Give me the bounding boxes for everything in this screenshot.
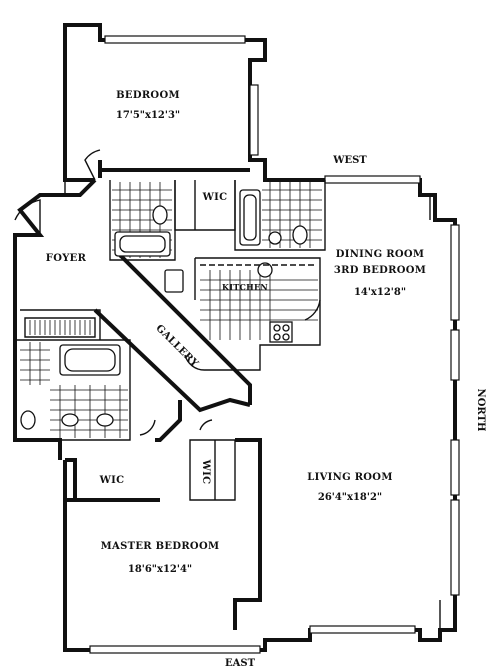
compass-labels: WEST NORTH EAST [225,155,486,668]
fixtures [20,189,315,430]
side-wic-label: WIC [200,459,211,485]
bedroom-label: BEDROOM [116,90,180,101]
tile-patterns [20,182,322,438]
foyer-label: FOYER [46,253,87,264]
room-labels: BEDROOM 17'5"x12'3" FOYER WIC DINING ROO… [46,90,426,575]
west-label: WEST [332,155,367,166]
dining-room-label: DINING ROOM [336,249,424,260]
doors [14,149,321,436]
dining-room-dims: 14'x12'8" [354,287,406,298]
third-bedroom-label: 3RD BEDROOM [334,265,426,276]
lower-wic-label: WIC [99,475,125,486]
east-label: EAST [225,658,256,668]
living-room-label: LIVING ROOM [307,472,392,483]
north-label: NORTH [475,389,486,432]
bedroom-dims: 17'5"x12'3" [116,110,180,121]
living-room-dims: 26'4"x18'2" [318,492,382,503]
upper-wic-label: WIC [202,192,228,203]
master-bedroom-dims: 18'6"x12'4" [128,564,192,575]
master-bedroom-label: MASTER BEDROOM [101,541,220,552]
windows [89,35,460,654]
kitchen-label: KITCHEN [222,282,268,292]
interior-walls [15,160,441,630]
